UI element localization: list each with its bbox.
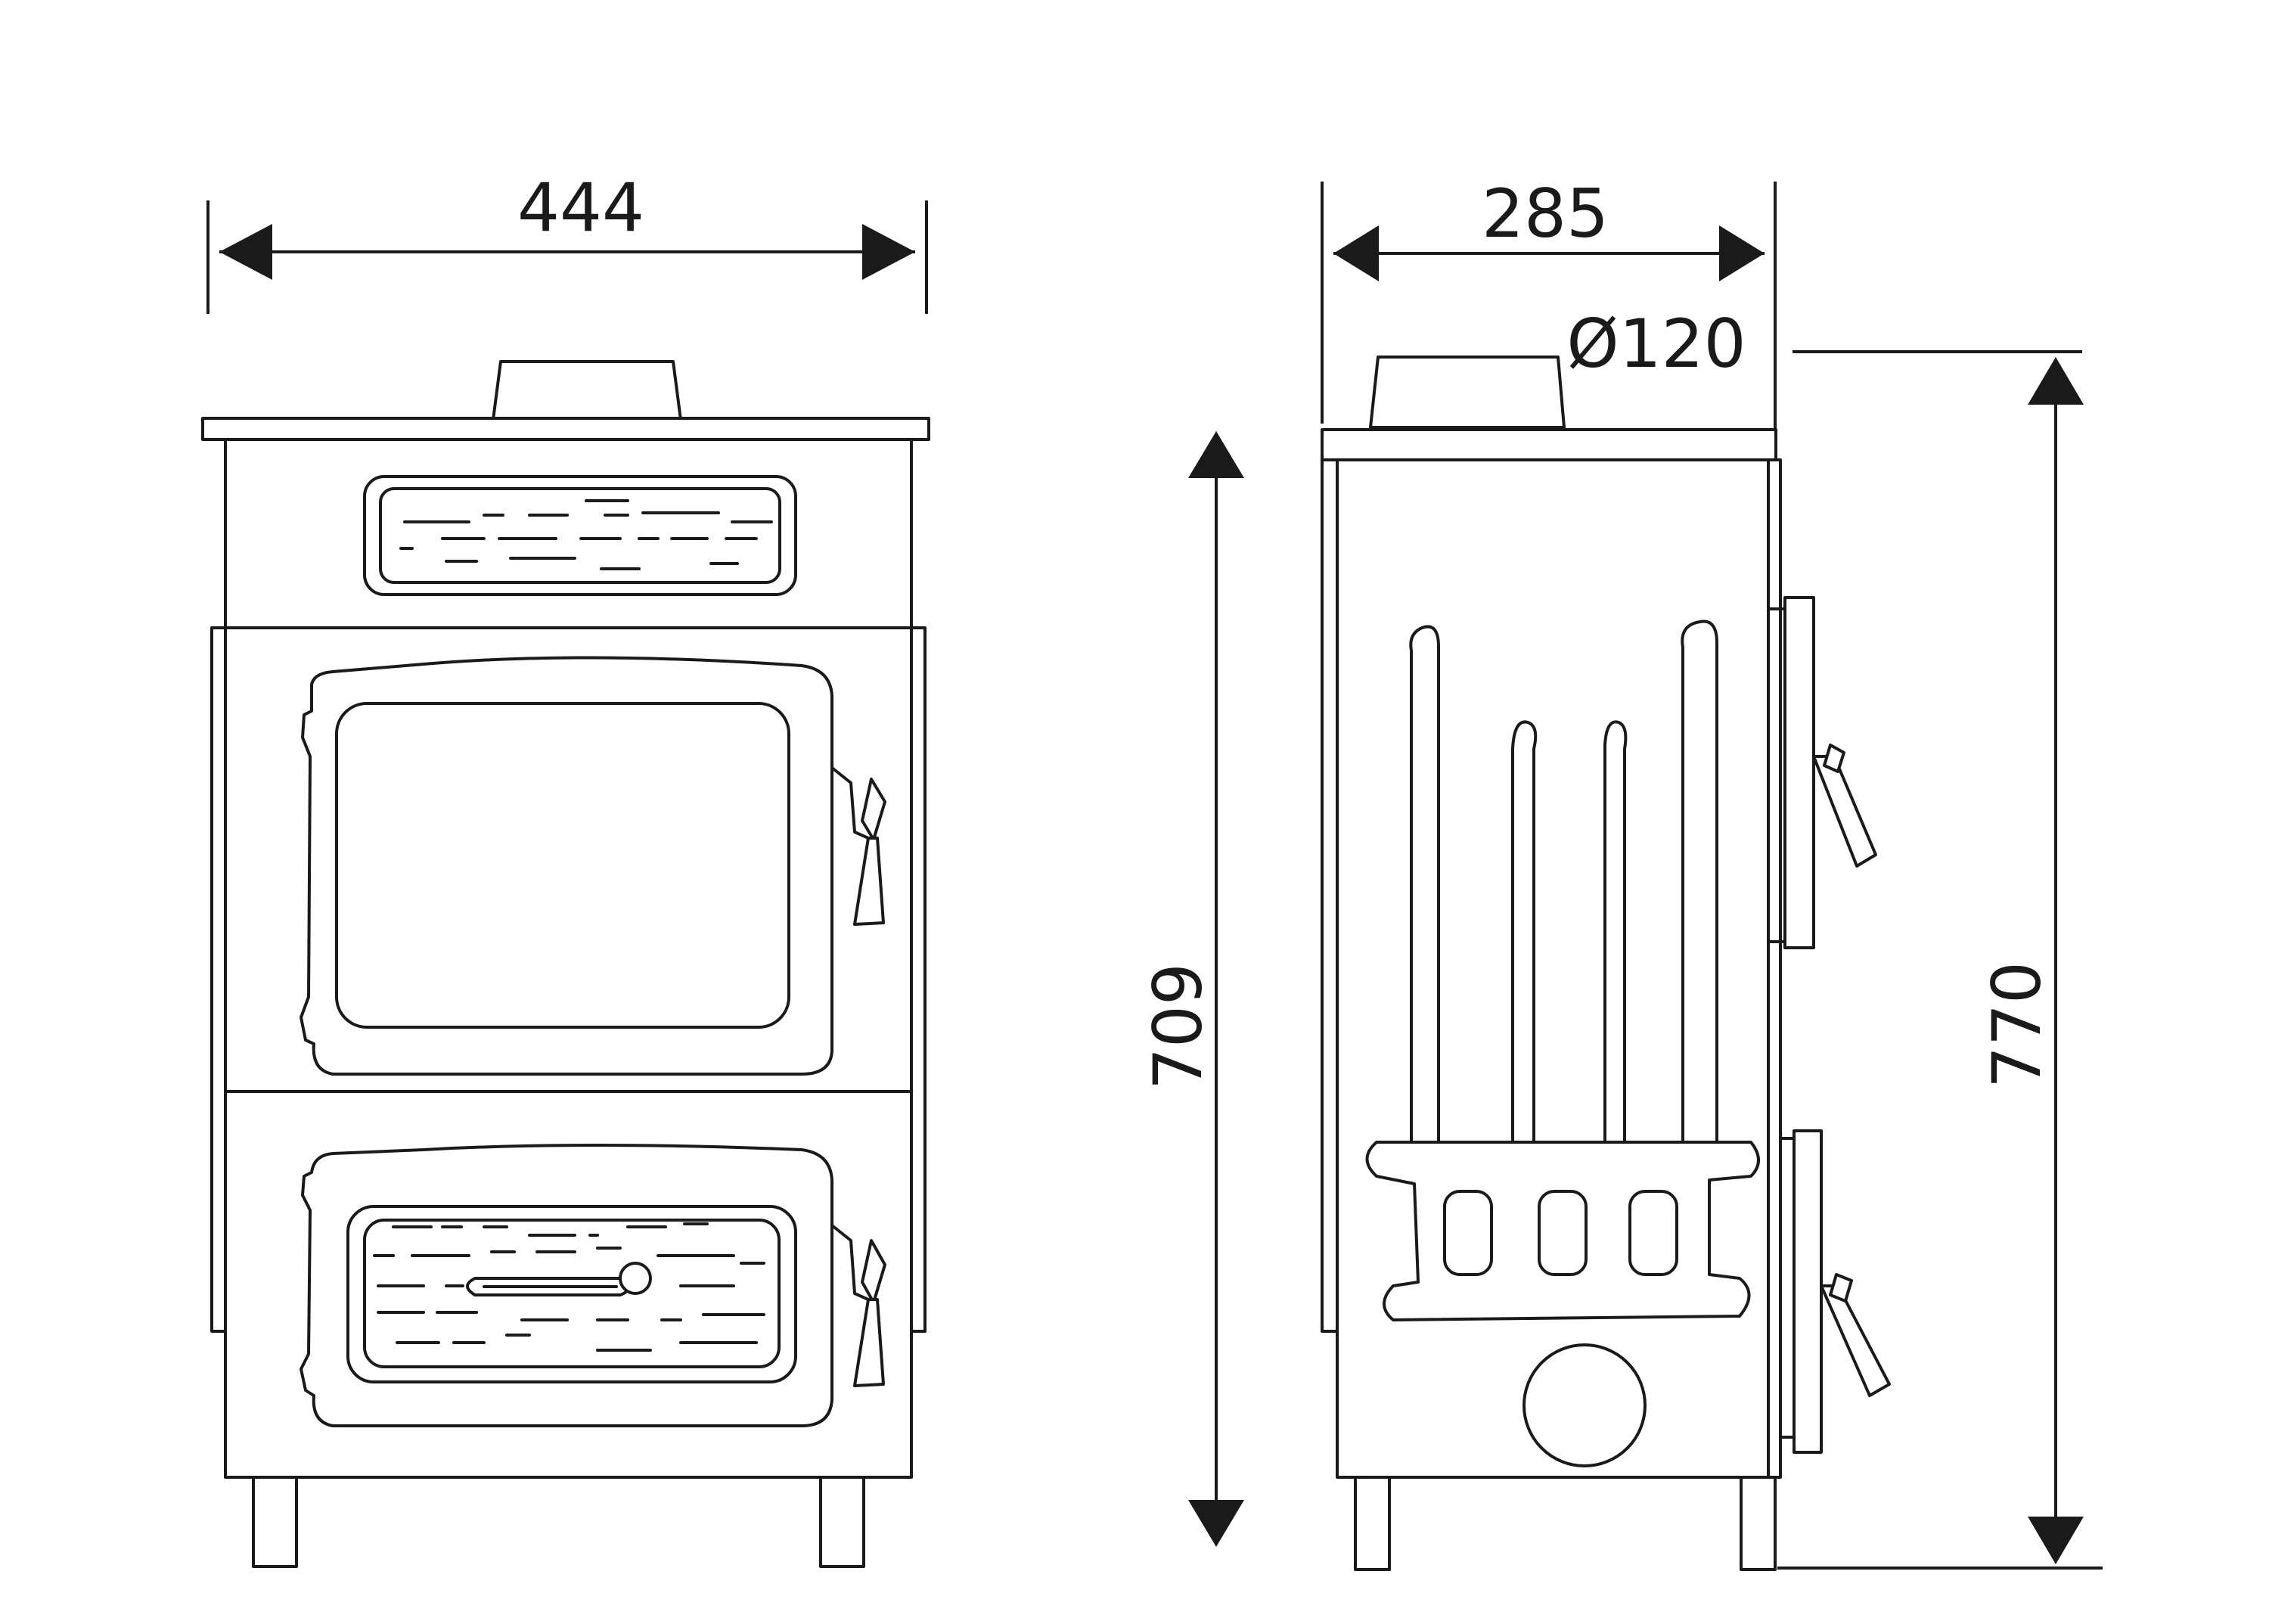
top-plate-side [1321, 428, 1777, 461]
fire-door [300, 656, 833, 1076]
flue-collar-side [1369, 356, 1566, 429]
stove-body-side [1336, 458, 1770, 1479]
flue-diameter-label: Ø120 [1566, 305, 1746, 383]
front-view: 444 [201, 169, 930, 1568]
ash-window-inner [363, 1219, 781, 1368]
top-vent-grille [363, 475, 797, 596]
ash-door [300, 1144, 833, 1427]
side-trim-left [210, 626, 227, 1333]
ash-door-frame [300, 1144, 833, 1427]
door-profiles [1767, 596, 1891, 1454]
ash-door-face [1793, 1129, 1823, 1454]
fire-door-handle [830, 766, 886, 926]
convection-fins [1365, 619, 1760, 1467]
leg-side-back [1740, 1476, 1777, 1571]
body-height-arrow-bottom [1188, 1500, 1244, 1547]
leg-side-front [1354, 1476, 1391, 1571]
body-height-label: 709 [1139, 963, 1217, 1090]
air-slot-2 [1538, 1190, 1588, 1276]
width-arrow-right [862, 224, 915, 280]
fire-door-frame [300, 656, 833, 1076]
air-control-slider [466, 1262, 652, 1296]
fire-door-profile [1767, 607, 1786, 943]
total-height-dimension: 770 [1777, 350, 2103, 1570]
total-height-arrow-bottom [2028, 1517, 2084, 1564]
ash-window-outer [346, 1205, 797, 1383]
depth-arrow-left [1333, 225, 1379, 281]
body-height-dimension: 709 [1139, 431, 1244, 1547]
glass-window [335, 702, 790, 1029]
air-control-knob [619, 1262, 652, 1295]
leg-front-left [252, 1476, 298, 1568]
width-arrow-left [219, 224, 272, 280]
leg-front-right [819, 1476, 865, 1568]
ash-door-profile [1779, 1137, 1796, 1439]
body-height-arrow-top [1188, 431, 1244, 478]
fire-door-face [1783, 596, 1815, 949]
ash-door-handle [830, 1224, 886, 1387]
width-label: 444 [517, 169, 644, 247]
total-height-label: 770 [1978, 961, 2056, 1088]
total-height-arrow-top [2028, 357, 2084, 405]
side-trim-right [910, 626, 927, 1333]
rear-air-inlet [1522, 1343, 1647, 1467]
depth-dimension: 285 [1321, 175, 1777, 431]
side-trim-front [1321, 458, 1339, 1333]
air-slot-1 [1443, 1190, 1493, 1276]
firebox-base-plate [1365, 1141, 1760, 1321]
side-view: 285 Ø120 [1139, 175, 2103, 1571]
depth-arrow-right [1719, 225, 1765, 281]
width-dimension: 444 [206, 169, 928, 314]
depth-label: 285 [1482, 175, 1609, 253]
side-trim-back [1767, 458, 1782, 1479]
air-slot-3 [1628, 1190, 1678, 1276]
top-plate-front [201, 417, 930, 441]
flue-collar-front [492, 360, 682, 421]
